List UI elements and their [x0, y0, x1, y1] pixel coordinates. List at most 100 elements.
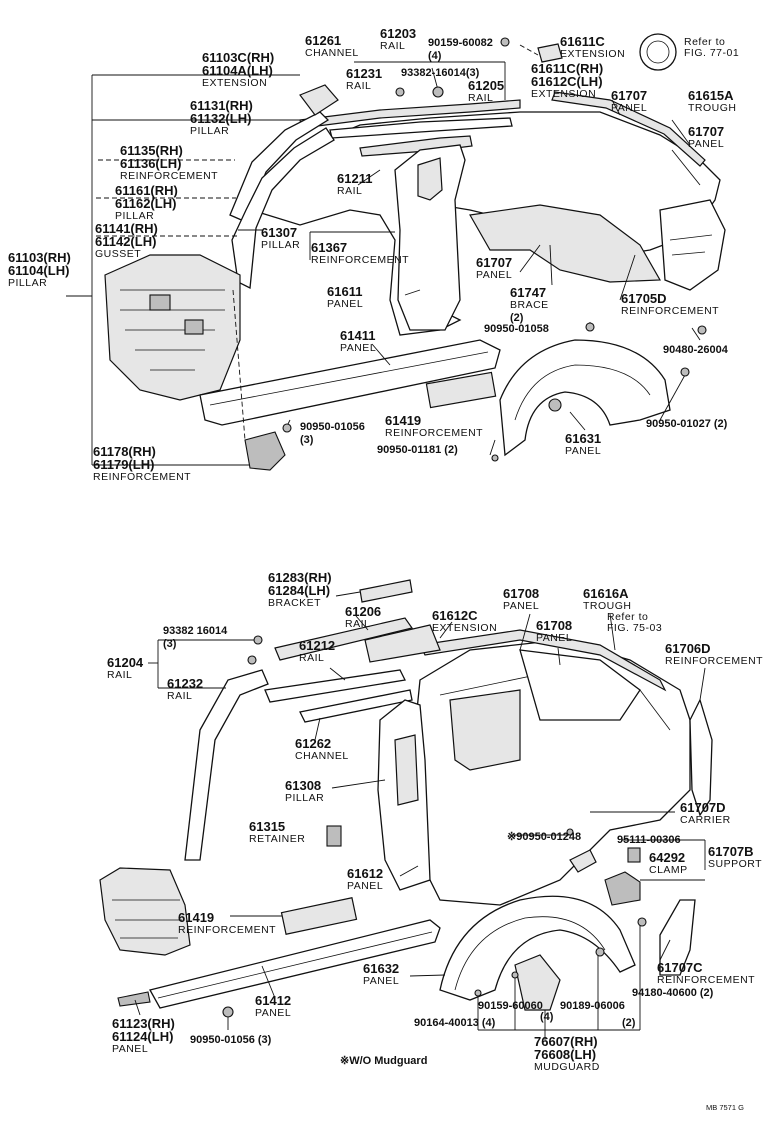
- callout-line: 61747: [510, 285, 546, 300]
- callout-line: PILLAR: [8, 277, 47, 289]
- callout-line: (2): [510, 312, 524, 324]
- callout-t-61611crh: 61611C(RH)61612C(LH)EXTENSION: [531, 61, 603, 100]
- bottom-hardware: [222, 635, 647, 1018]
- callout-line: 61104(LH): [8, 263, 69, 278]
- callout-line: 61131(RH): [190, 98, 253, 113]
- callout-line: (4): [540, 1011, 554, 1023]
- callout-line: RAIL: [337, 185, 362, 197]
- callout-line: 90164-40013 (4): [414, 1017, 496, 1029]
- callout-line: 61611C: [560, 34, 605, 49]
- callout-line: 90950-01027 (2): [646, 418, 728, 430]
- callout-line: CHANNEL: [305, 47, 359, 59]
- callout-t-61131: 61131(RH)61132(LH)PILLAR: [190, 98, 253, 137]
- callout-line: EXTENSION: [202, 77, 267, 89]
- callout-line: Refer to: [607, 611, 648, 623]
- callout-b-76607: 76607(RH)76608(LH)MUDGUARD: [534, 1034, 600, 1073]
- callout-line: 61179(LH): [93, 457, 154, 472]
- callout-line: 61707C: [657, 960, 703, 975]
- callout-t-61178: 61178(RH)61179(LH)REINFORCEMENT: [93, 444, 191, 483]
- callout-line: REINFORCEMENT: [621, 305, 719, 317]
- callout-t-93382a: 93382-16014(3): [401, 67, 480, 79]
- callout-t-90950d: 90950-01181 (2): [377, 444, 458, 456]
- callout-line: ※90950-01248: [507, 831, 581, 843]
- callout-line: 61232: [167, 676, 203, 691]
- callout-line: FIG. 75-03: [607, 622, 662, 634]
- callout-line: REINFORCEMENT: [665, 655, 763, 667]
- callout-line: 61203: [380, 26, 416, 41]
- callout-line: TROUGH: [688, 102, 737, 114]
- callout-t-90950c: 90950-01027 (2): [646, 418, 728, 430]
- callout-line: 61283(RH): [268, 570, 332, 585]
- callout-line: BRACKET: [268, 597, 321, 609]
- callout-line: (3): [163, 638, 177, 650]
- callout-b-90950f: 90950-01056 (3): [190, 1034, 272, 1046]
- callout-line: 90950-01056: [300, 421, 365, 433]
- callout-line: 61615A: [688, 88, 734, 103]
- callout-line: 61612: [347, 866, 383, 881]
- callout-line: PANEL: [503, 600, 539, 612]
- callout-line: REINFORCEMENT: [657, 974, 755, 986]
- callout-line: 61142(LH): [95, 234, 156, 249]
- callout-line: PANEL: [611, 102, 647, 114]
- callout-line: REINFORCEMENT: [178, 924, 276, 936]
- callout-line: REINFORCEMENT: [93, 471, 191, 483]
- callout-line: 61315: [249, 819, 285, 834]
- callout-t-61141: 61141(RH)61142(LH)GUSSET: [95, 221, 158, 260]
- callout-line: PANEL: [565, 445, 601, 457]
- callout-line: 61205: [468, 78, 504, 93]
- callout-line: 61707: [688, 124, 724, 139]
- callout-t-90480: 90480-26004: [663, 344, 729, 356]
- callout-line: RAIL: [299, 652, 324, 664]
- callout-line: 61707: [611, 88, 647, 103]
- callout-b-90159: 90159-60060: [478, 1000, 543, 1012]
- callout-line: PANEL: [536, 632, 572, 644]
- callout-line: RAIL: [468, 92, 493, 104]
- callout-line: RAIL: [346, 80, 371, 92]
- callout-line: 61162(LH): [115, 196, 176, 211]
- callout-line: REINFORCEMENT: [311, 254, 409, 266]
- callout-line: 61708: [536, 618, 572, 633]
- callout-line: 61103C(RH): [202, 50, 274, 65]
- callout-line: TROUGH: [583, 600, 632, 612]
- callout-line: REINFORCEMENT: [385, 427, 483, 439]
- figure-code: MB 7571 G: [706, 1103, 744, 1112]
- callout-line: RAIL: [380, 40, 405, 52]
- callout-line: PILLAR: [285, 792, 324, 804]
- callout-line: 61707B: [708, 844, 754, 859]
- callout-t-61103: 61103(RH)61104(LH)PILLAR: [8, 250, 71, 289]
- footnote: ※W/O Mudguard: [340, 1055, 427, 1067]
- callout-line: EXTENSION: [531, 88, 596, 100]
- callout-line: GUSSET: [95, 248, 141, 260]
- callout-line: 61124(LH): [112, 1029, 173, 1044]
- callout-line: 61612C: [432, 608, 478, 623]
- callout-line: 61135(RH): [120, 143, 183, 158]
- callout-line: EXTENSION: [560, 48, 625, 60]
- callout-t-90950b: 90950-01056(3): [300, 421, 365, 446]
- callout-line: PILLAR: [190, 125, 229, 137]
- callout-line: 61132(LH): [190, 111, 251, 126]
- callout-line: CHANNEL: [295, 750, 349, 762]
- callout-line: 61367: [311, 240, 347, 255]
- callout-b-61283: 61283(RH)61284(LH)BRACKET: [268, 570, 332, 609]
- callout-b-90950e: ※90950-01248: [507, 831, 581, 843]
- callout-line: (3): [300, 434, 314, 446]
- callout-line: 61707: [476, 255, 512, 270]
